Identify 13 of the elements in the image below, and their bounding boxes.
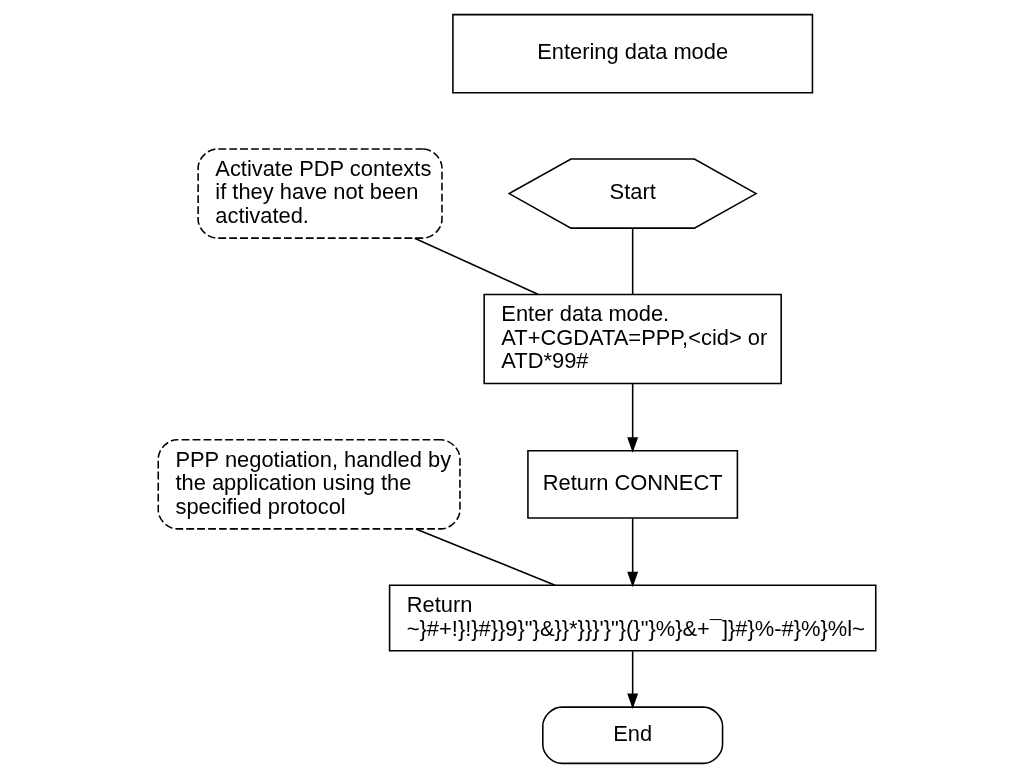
node-box: End	[542, 706, 724, 765]
node-box: Enter data mode. AT+CGDATA=PPP,<cid> or ATD*99#	[483, 293, 782, 385]
connector	[413, 237, 539, 296]
node-box: Return ~}#+!}!}#}}9}"}&}}*}}}'}"}(}"}%}&+¯]}#}%-#}%}%l~	[388, 584, 877, 652]
node-box: Return CONNECT	[527, 449, 739, 519]
arrow	[627, 383, 639, 453]
connector	[415, 528, 556, 586]
arrow	[627, 650, 639, 710]
node-box: PPP negotiation, handled by the application using the specified protocol	[157, 439, 461, 530]
arrow	[627, 517, 639, 588]
connector	[631, 227, 634, 296]
node-box: Entering data mode	[452, 13, 814, 94]
node-box: Activate PDP contexts if they have not been activated.	[197, 148, 443, 239]
